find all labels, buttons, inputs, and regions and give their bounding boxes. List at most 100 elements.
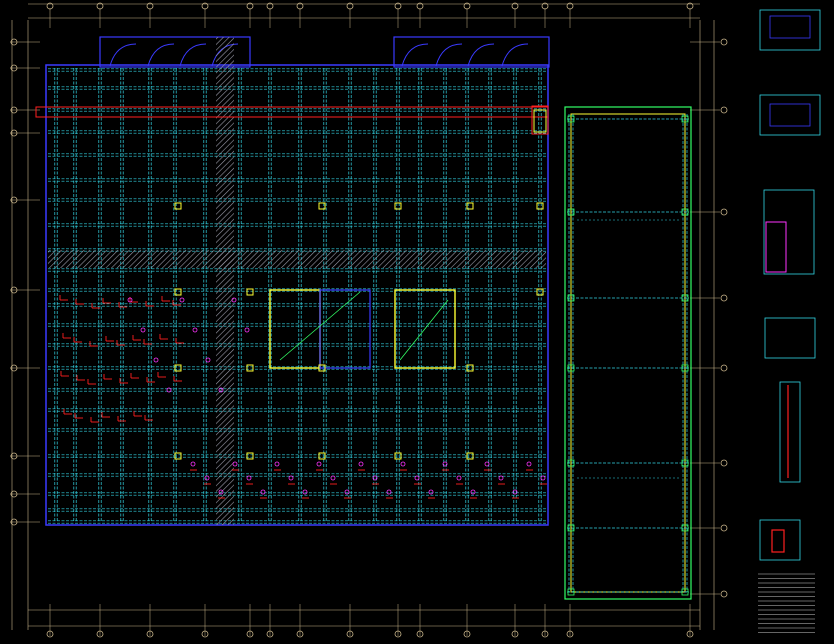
section-mark — [140, 327, 146, 333]
bay-arch — [501, 43, 529, 67]
bay-arch — [401, 43, 429, 67]
grid-bubble — [10, 106, 18, 114]
column — [681, 588, 689, 596]
section-mark — [372, 475, 378, 481]
column — [567, 588, 575, 596]
bay-arch — [435, 43, 463, 67]
column — [394, 452, 402, 460]
grid-bubble — [96, 630, 104, 638]
section-mark — [302, 489, 308, 495]
section-mark — [232, 461, 238, 467]
side-plan-outline — [564, 106, 692, 600]
column — [567, 524, 575, 532]
grid-bubble — [296, 2, 304, 10]
grid-bubble — [10, 38, 18, 46]
grid-bubble — [201, 630, 209, 638]
grid-bubble — [566, 2, 574, 10]
grid-bubble — [720, 524, 728, 532]
grid-bubble — [686, 630, 694, 638]
section-mark — [166, 387, 172, 393]
section-mark — [484, 461, 490, 467]
section-mark — [288, 475, 294, 481]
grid-bubble — [394, 630, 402, 638]
section-mark — [204, 475, 210, 481]
section-mark — [260, 489, 266, 495]
section-mark — [244, 327, 250, 333]
grid-bubble — [720, 590, 728, 598]
column — [318, 452, 326, 460]
column — [681, 208, 689, 216]
bay-arch — [179, 43, 207, 67]
grid-bubble — [463, 2, 471, 10]
grid-bubble — [394, 2, 402, 10]
detail-rebar — [771, 529, 785, 553]
bay-arch — [147, 43, 175, 67]
section-mark — [231, 297, 237, 303]
grid-bubble — [266, 2, 274, 10]
bay-arch — [109, 43, 137, 67]
outer-wall — [45, 64, 549, 526]
grid-bubble — [266, 630, 274, 638]
grid-bubble — [566, 630, 574, 638]
core-diagonal — [279, 291, 361, 361]
grid-bubble — [720, 459, 728, 467]
grid-bubble — [10, 518, 18, 526]
section-mark — [190, 461, 196, 467]
column — [567, 459, 575, 467]
column — [174, 202, 182, 210]
column — [567, 208, 575, 216]
grid-bubble — [146, 2, 154, 10]
column — [567, 294, 575, 302]
column — [394, 202, 402, 210]
column — [681, 459, 689, 467]
side-plan-inner-wall — [570, 113, 686, 593]
detail-frame — [759, 519, 801, 561]
detail-box — [769, 103, 811, 127]
grid-bubble — [720, 364, 728, 372]
grid-bubble — [416, 630, 424, 638]
detail-frame — [759, 9, 821, 51]
section-mark — [512, 489, 518, 495]
section-mark — [456, 475, 462, 481]
section-mark — [428, 489, 434, 495]
section-mark — [344, 489, 350, 495]
hatched-band-horizontal — [48, 250, 546, 268]
column — [536, 202, 544, 210]
column — [246, 364, 254, 372]
column — [318, 364, 326, 372]
main-plan[interactable] — [35, 36, 550, 526]
detail-box — [769, 15, 811, 39]
column — [246, 452, 254, 460]
grid-bubble — [10, 364, 18, 372]
grid-bubble — [541, 2, 549, 10]
grid-bubble — [146, 630, 154, 638]
red-marked-box — [531, 105, 549, 135]
dimension-layer — [10, 2, 728, 638]
detail-column[interactable] — [758, 9, 821, 633]
section-mark — [526, 461, 532, 467]
grid-bubble — [541, 630, 549, 638]
column — [246, 288, 254, 296]
core-wall-left — [269, 289, 321, 369]
side-plan[interactable] — [564, 106, 692, 600]
grid-bubble — [511, 2, 519, 10]
grid-bubble — [720, 208, 728, 216]
section-mark — [498, 475, 504, 481]
column — [466, 202, 474, 210]
section-mark — [246, 475, 252, 481]
detail-frame — [759, 94, 821, 136]
column — [174, 288, 182, 296]
grid-bubble — [46, 630, 54, 638]
column — [466, 364, 474, 372]
section-mark — [218, 387, 224, 393]
section-mark — [386, 489, 392, 495]
grid-bubble — [686, 2, 694, 10]
grid-bubble — [720, 38, 728, 46]
section-mark — [330, 475, 336, 481]
column — [681, 524, 689, 532]
section-mark — [274, 461, 280, 467]
column-marker — [533, 109, 547, 133]
section-mark — [400, 461, 406, 467]
grid-bubble — [346, 630, 354, 638]
